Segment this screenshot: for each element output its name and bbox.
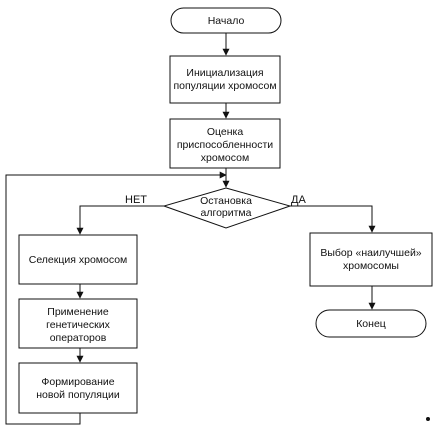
init-label-line2: популяции хромосом	[173, 80, 276, 92]
init-label-line1: Инициализация	[186, 67, 263, 79]
bullet-dot	[426, 417, 430, 421]
stop-decision-diamond: Остановка алгоритма	[162, 187, 292, 229]
connector-loop-back	[5, 171, 227, 425]
init-population-box: Инициализация популяции хромосом	[169, 55, 281, 104]
newpop-label-line2: новой популяции	[36, 389, 120, 401]
fitness-label-line3: хромосом	[201, 152, 249, 164]
fitness-label-line1: Оценка	[207, 126, 244, 138]
selection-label: Селекция хромосом	[29, 254, 128, 266]
connector-yes-branch	[290, 205, 376, 233]
best-chromosome-box: Выбор «наилучшей» хромосомы	[309, 232, 433, 287]
best-label-line1: Выбор «наилучшей»	[320, 247, 421, 259]
operators-label-line1: Применение	[47, 306, 109, 318]
connector-no-branch	[76, 205, 164, 235]
operators-label-line3: операторов	[50, 332, 107, 344]
operators-label-line2: генетических	[46, 319, 110, 331]
selection-box: Селекция хромосом	[18, 234, 138, 285]
decision-label-line1: Остановка	[200, 195, 252, 207]
end-label: Конец	[356, 318, 386, 330]
best-label-line2: хромосомы	[343, 260, 399, 272]
genetic-operators-box: Применение генетических операторов	[18, 298, 138, 349]
new-population-box: Формирование новой популяции	[18, 362, 138, 414]
start-label: Начало	[208, 15, 245, 27]
fitness-label-line2: приспособленности	[177, 139, 273, 151]
fitness-evaluation-box: Оценка приспособленности хромосом	[169, 118, 281, 169]
start-terminator: Начало	[170, 7, 282, 34]
yes-branch-label: ДА	[291, 194, 306, 206]
connectors	[5, 33, 376, 425]
newpop-label-line1: Формирование	[41, 376, 114, 388]
no-branch-label: НЕТ	[125, 194, 147, 206]
end-terminator: Конец	[315, 309, 427, 338]
decision-label-line2: алгоритма	[201, 207, 252, 219]
